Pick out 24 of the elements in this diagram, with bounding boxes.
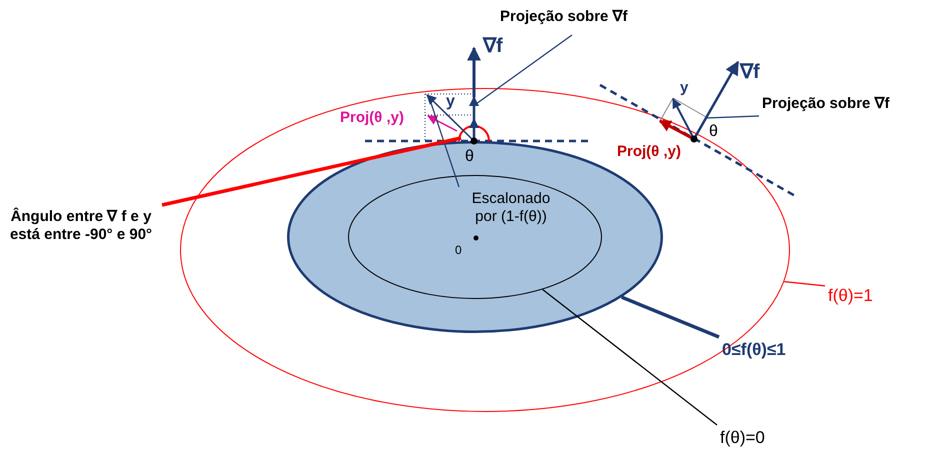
vector-label: Proj(θ ,y) <box>340 109 404 127</box>
angle-label: θ <box>709 122 718 142</box>
callout-text: Projeção sobre ∇f <box>762 95 924 113</box>
callout-text: Projeção sobre ∇f <box>500 8 650 26</box>
level-curve-ellipse <box>348 175 602 299</box>
vector-label: Proj(θ ,y) <box>617 143 681 161</box>
vector-label: ∇f <box>483 34 503 58</box>
shaded-region-ellipse <box>287 141 663 333</box>
callout-text: Ângulo entre ∇ f e y está entre -90° e 90° <box>3 208 159 244</box>
origin-label: 0 <box>455 243 462 258</box>
angle-label: θ <box>465 147 474 166</box>
vector-label: ∇f <box>740 60 760 84</box>
leader-line <box>620 295 720 339</box>
leader-line <box>706 115 760 119</box>
callout-text: 0≤f(θ)≤1 <box>722 340 812 360</box>
callout-text: f(θ)=1 <box>828 286 908 306</box>
leader-line <box>476 34 572 104</box>
vector-label: y <box>446 92 455 112</box>
callout-text: f(θ)=0 <box>720 428 810 448</box>
leader-line <box>162 136 462 207</box>
leader-line <box>542 289 718 426</box>
vector-label: y <box>680 79 688 97</box>
callout-text: Escalonado por (1-f(θ)) <box>462 190 560 226</box>
leader-line <box>784 281 826 286</box>
